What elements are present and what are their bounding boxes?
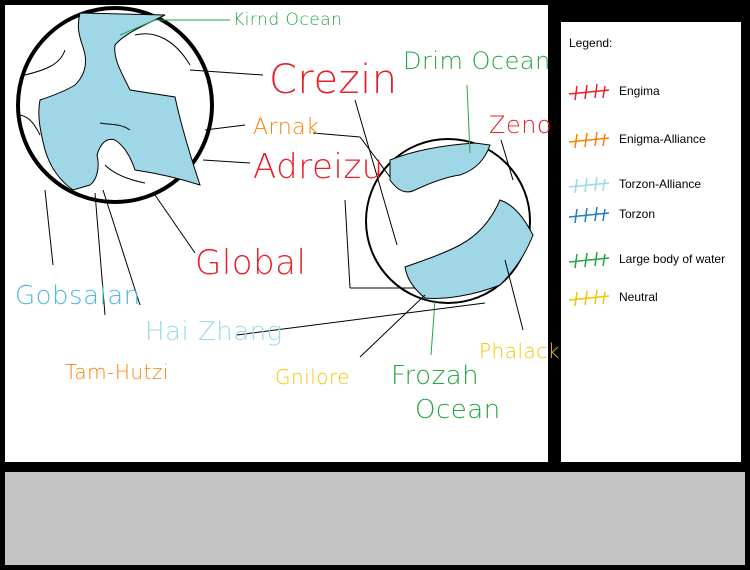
left-globe-water <box>38 12 201 191</box>
label-adreizu: Adreizu <box>253 147 384 187</box>
legend-swatch-icon <box>568 251 610 269</box>
label-arnak: Arnak <box>253 115 320 140</box>
legend-item-label: Large body of water <box>619 252 726 266</box>
label-tam-hutzi: Tam-Hutzi <box>65 360 169 384</box>
legend-item: Engima <box>567 82 739 102</box>
label-global: Global <box>195 243 307 283</box>
legend-item: Torzon-Alliance <box>567 175 739 195</box>
label-crezin: Crezin <box>269 57 398 103</box>
legend-item: Enigma-Alliance <box>567 130 739 150</box>
label-hai-zhang: Hai Zhang <box>145 317 283 347</box>
legend-item: Neutral <box>567 288 739 308</box>
legend-item-label: Engima <box>619 84 660 98</box>
legend-swatch-icon <box>568 206 610 224</box>
label-frozah-ocean-line1: Frozah <box>391 361 480 391</box>
label-drim-ocean: Drim Ocean <box>403 47 551 75</box>
label-kirnd-ocean: Kirnd Ocean <box>233 10 343 30</box>
left-globe <box>16 6 534 358</box>
label-phalack: Phalack <box>479 339 560 363</box>
legend-item-label: Torzon <box>619 207 656 221</box>
legend-item: Torzon <box>567 205 739 225</box>
legend-swatch-icon <box>568 289 610 307</box>
legend-swatch-icon <box>568 83 610 101</box>
legend-item: Large body of water <box>567 250 739 270</box>
map-canvas: Kirnd Ocean Crezin Arnak Adreizu Global … <box>5 5 559 462</box>
label-frozah-ocean-line2: Ocean <box>415 395 501 425</box>
legend-title: Legend: <box>569 36 613 50</box>
label-zeno: Zeno <box>489 111 553 139</box>
label-gnilore: Gnilore <box>275 365 351 389</box>
label-gobsalan: Gobsalan <box>15 281 141 311</box>
legend-item-label: Enigma-Alliance <box>619 132 706 146</box>
right-globe-water <box>389 142 534 299</box>
legend-swatch-icon <box>568 176 610 194</box>
legend-item-label: Neutral <box>619 290 658 304</box>
legend-item-label: Torzon-Alliance <box>619 177 702 191</box>
legend-swatch-icon <box>568 131 610 149</box>
bottom-panel <box>5 472 745 565</box>
